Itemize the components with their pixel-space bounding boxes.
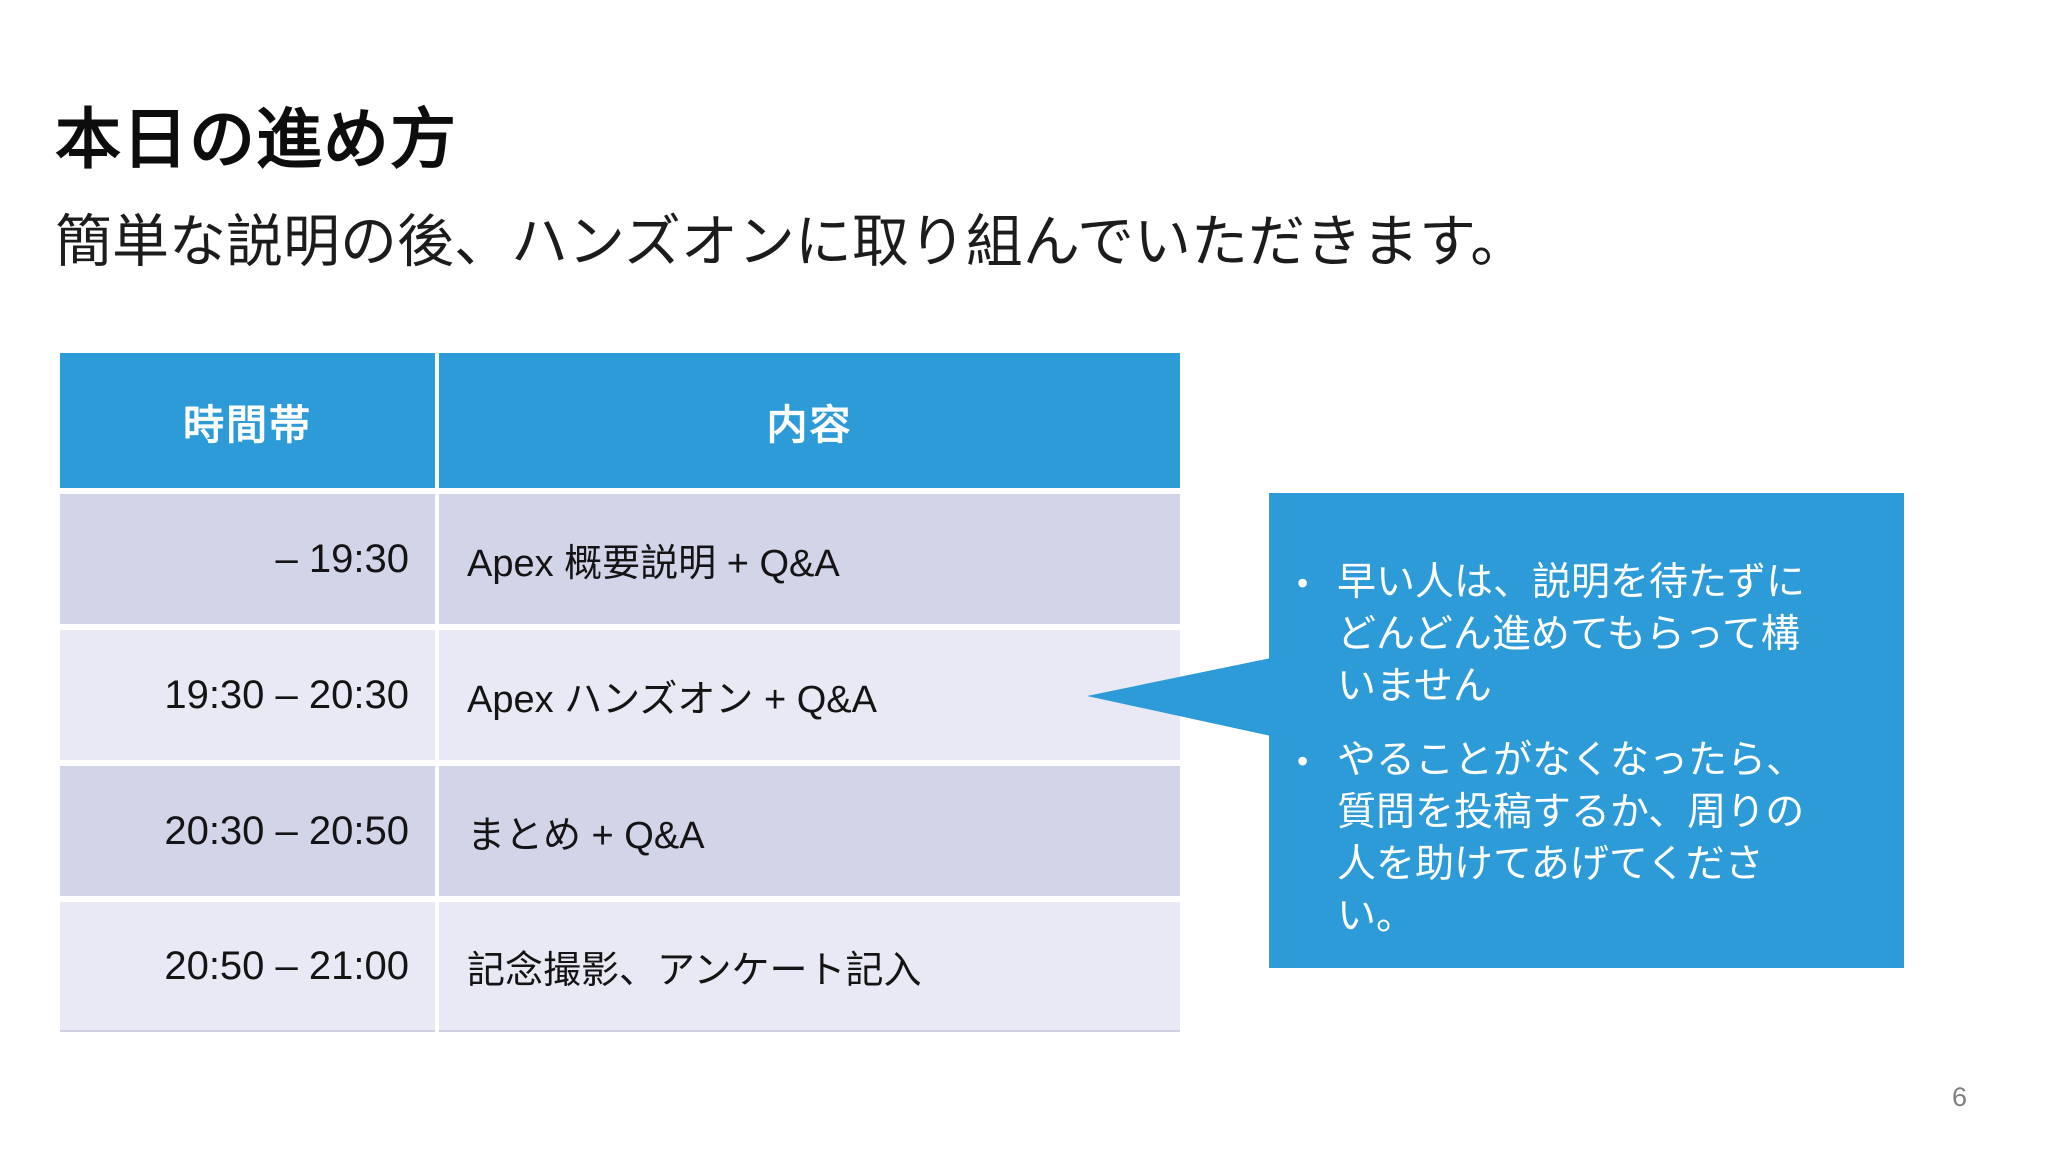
page-title: 本日の進め方 bbox=[55, 102, 457, 176]
time-cell: – 19:30 bbox=[60, 494, 435, 624]
header-cell-time: 時間帯 bbox=[60, 353, 435, 488]
table-row: 19:30 – 20:30 Apex ハンズオン + Q&A bbox=[60, 630, 1180, 760]
content-cell: Apex ハンズオン + Q&A bbox=[439, 630, 1180, 760]
table-row: – 19:30 Apex 概要説明 + Q&A bbox=[60, 494, 1180, 624]
callout-box: 早い人は、説明を待たずにどんどん進めてもらって構いません やることがなくなったら… bbox=[1087, 493, 1904, 968]
content-cell: 記念撮影、アンケート記入 bbox=[439, 902, 1180, 1032]
callout-arrow bbox=[1087, 658, 1271, 736]
schedule-table: 時間帯 内容 – 19:30 Apex 概要説明 + Q&A 19:30 – 2… bbox=[60, 353, 1180, 1038]
content-cell: まとめ + Q&A bbox=[439, 766, 1180, 896]
callout-bullet-item: やることがなくなったら、質問を投稿するか、周りの人を助けてあげてください。 bbox=[1295, 735, 1837, 943]
table-row: 20:50 – 21:00 記念撮影、アンケート記入 bbox=[60, 902, 1180, 1032]
callout-bullet-item: 早い人は、説明を待たずにどんどん進めてもらって構いません bbox=[1295, 557, 1837, 713]
time-cell: 20:30 – 20:50 bbox=[60, 766, 435, 896]
callout-bullet-list: 早い人は、説明を待たずにどんどん進めてもらって構いません やることがなくなったら… bbox=[1269, 493, 1904, 943]
table-row: 20:30 – 20:50 まとめ + Q&A bbox=[60, 766, 1180, 896]
content-cell: Apex 概要説明 + Q&A bbox=[439, 494, 1180, 624]
header-cell-content: 内容 bbox=[439, 353, 1180, 488]
time-cell: 19:30 – 20:30 bbox=[60, 630, 435, 760]
table-header-row: 時間帯 内容 bbox=[60, 353, 1180, 488]
time-cell: 20:50 – 21:00 bbox=[60, 902, 435, 1032]
page-subtitle: 簡単な説明の後、ハンズオンに取り組んでいただきます。 bbox=[55, 210, 1528, 274]
page-number: 6 bbox=[1952, 1082, 1968, 1112]
